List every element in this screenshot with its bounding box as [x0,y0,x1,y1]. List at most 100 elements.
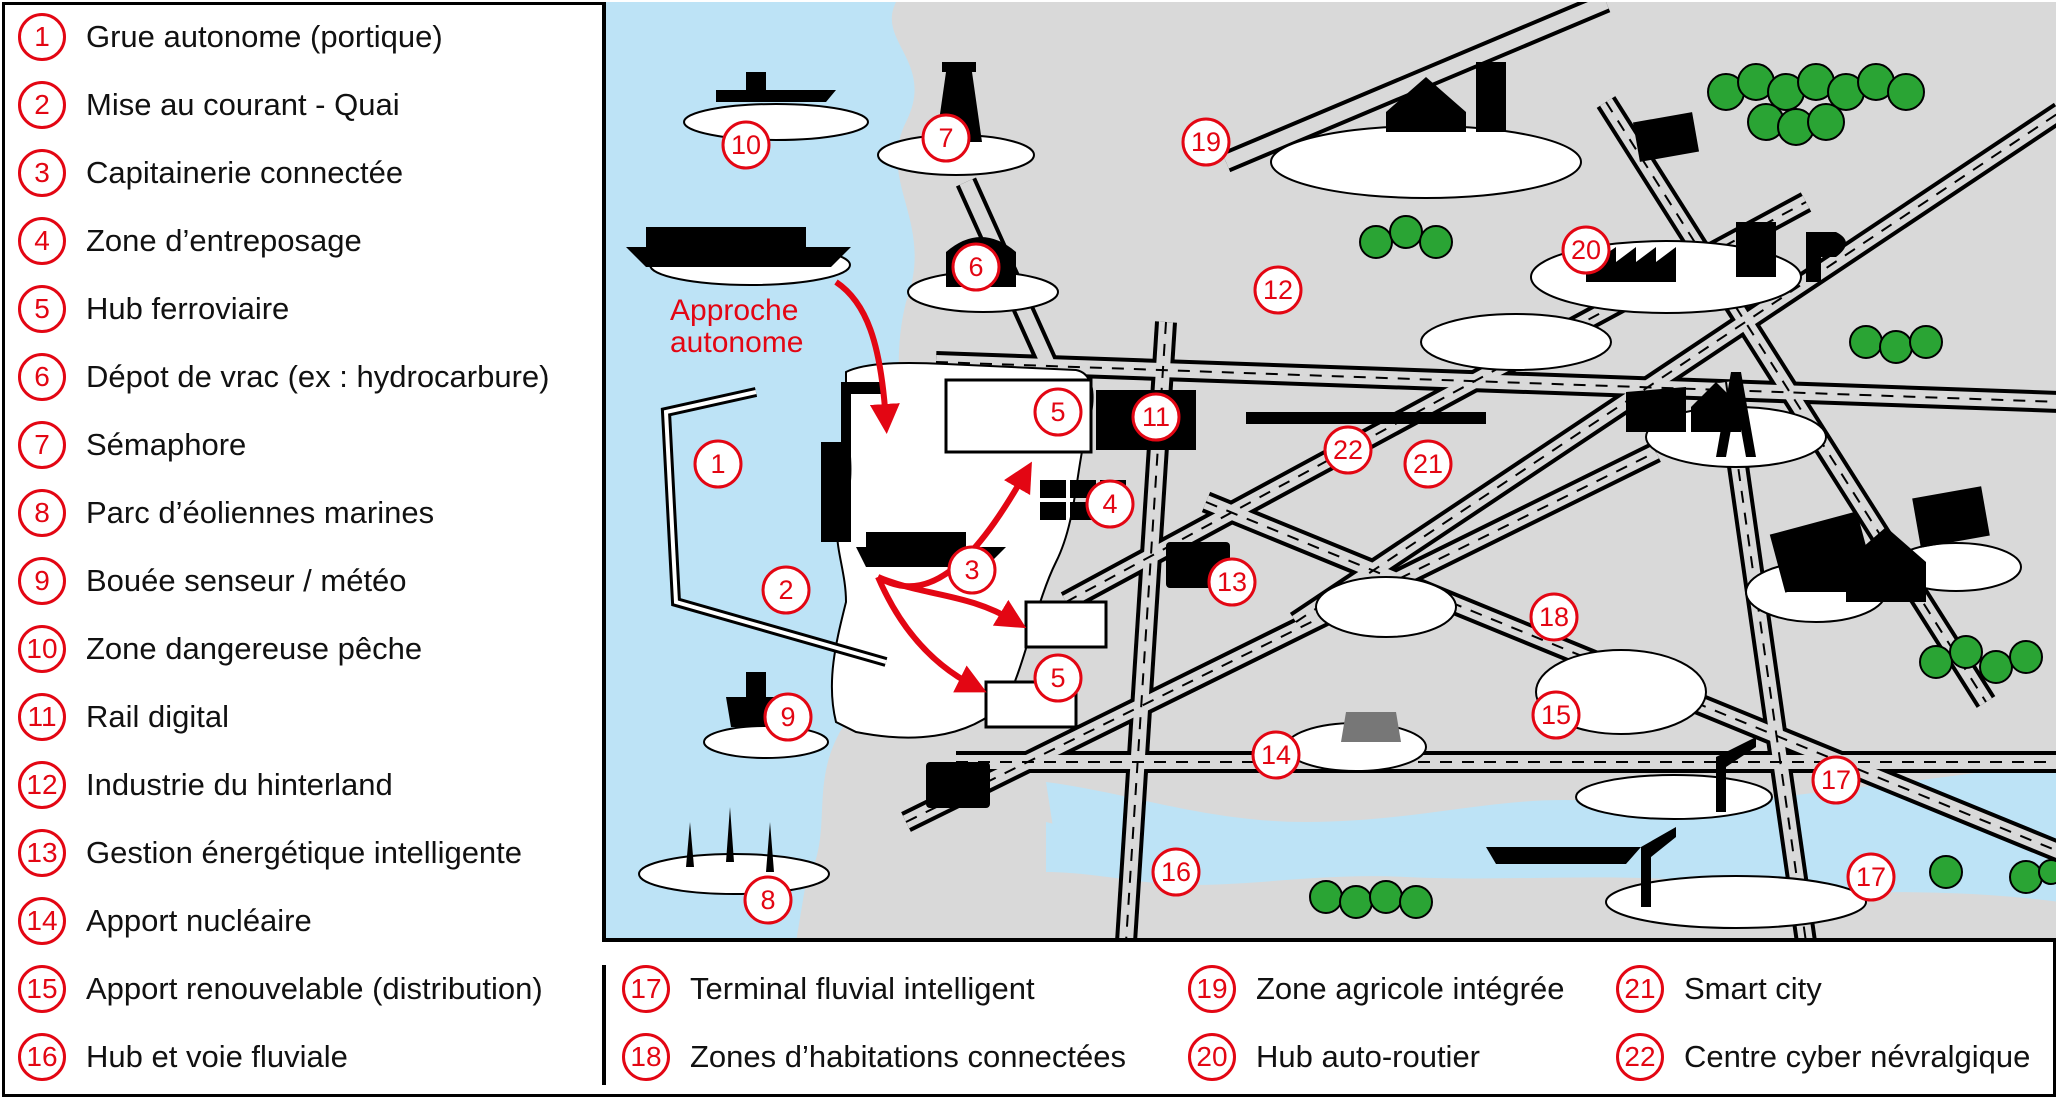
parking-icon [1806,232,1846,282]
number-badge: 20 [1188,1033,1236,1081]
legend-label: Hub auto-routier [1256,1039,1481,1074]
energy-box-icon [926,762,990,808]
map-number-badge-circle [693,439,743,489]
legend-label: Parc d’éoliennes marines [86,495,435,530]
houses-icon [1786,527,1926,602]
map-number-badge-circle [1846,852,1896,902]
map-number-badge-label: 9 [780,702,795,732]
number-badge: 19 [1188,965,1236,1013]
map-number-badge: 5 [1033,387,1083,437]
road-dashes [905,101,2056,938]
map-number-badge: 19 [1181,117,1231,167]
map-number-badge-label: 18 [1539,602,1569,632]
legend-label: Rail digital [86,699,230,734]
map-number-badge: 6 [951,242,1001,292]
map-number-badge: 14 [1251,730,1301,780]
map-number-badge: 20 [1561,225,1611,275]
map-number-badge-circle [1403,439,1453,489]
quay-arrow [875,575,987,693]
map-number-badge: 4 [1085,479,1135,529]
number-badge: 10 [18,625,66,673]
legend-label: Industrie du hinterland [86,767,393,802]
legend-divider [602,965,606,1085]
legend-label: Apport renouvelable (distribution) [86,971,543,1006]
number-badge: 13 [18,829,66,877]
approach-label-line1: Approche [670,294,798,327]
map-number-badge-circle [1811,755,1861,805]
number-badge: 21 [1616,965,1664,1013]
number-badge: 5 [18,285,66,333]
train-icon [1246,412,1486,424]
map-number-badge: 8 [743,875,793,925]
legend-label: Grue autonome (portique) [86,19,443,54]
legend-item: 20 Hub auto-routier [1188,1027,1480,1087]
map-number-badge-label: 16 [1161,857,1191,887]
map-number-badge-label: 20 [1571,235,1601,265]
map-number-badge: 13 [1207,557,1257,607]
number-badge: 22 [1616,1033,1664,1081]
map-number-badge-label: 2 [778,575,793,605]
quay-arrow [876,574,1027,629]
legend-label: Zone dangereuse pêche [86,631,423,666]
map-number-badge: 9 [763,692,813,742]
number-badge: 17 [622,965,670,1013]
map-number-badge-label: 3 [964,555,979,585]
map-number-badge: 2 [761,565,811,615]
map-number-badge-circle [1085,479,1135,529]
factory-icon [1586,242,1676,282]
map-number-badge: 17 [1846,852,1896,902]
number-badge: 6 [18,353,66,401]
legend-label: Zones d’habitations connectées [690,1039,1127,1074]
pylon-icon [1716,372,1756,457]
map-number-badge: 17 [1811,755,1861,805]
harbour-office-icon [1024,600,1108,649]
map-number-badge-circle [1251,730,1301,780]
map-number-badge-label: 1 [710,449,725,479]
map-number-badge: 15 [1531,690,1581,740]
map-number-badge-circle [1181,117,1231,167]
map-number-badge-circle [921,113,971,163]
map-number-badge-label: 17 [1856,862,1886,892]
map-number-badge-label: 17 [1821,765,1851,795]
solar-panel-icon [1912,486,1990,548]
number-badge: 14 [18,897,66,945]
legend-label: Smart city [1684,971,1822,1006]
legend-label: Capitainerie connectée [86,155,404,190]
legend-item: 15 Apport renouvelable (distribution) [18,959,543,1019]
map-number-badge-circle [763,692,813,742]
map-number-badge-circle [721,120,771,170]
legend-label: Gestion énergétique intelligente [86,835,523,870]
map-number-badge: 22 [1323,425,1373,475]
map-number-badge-label: 19 [1191,127,1221,157]
legend-label: Centre cyber névralgique [1684,1039,2031,1074]
legend-label: Mise au courant - Quai [86,87,400,122]
map-number-badge-label: 12 [1263,275,1293,305]
map-number-badge-label: 10 [731,130,761,160]
legend-item: 18 Zones d’habitations connectées [622,1027,1126,1087]
map-canvas: Approche autonome 1076192012511222114321… [606,2,2056,938]
number-badge: 11 [18,693,66,741]
map-number-badge-label: 8 [760,885,775,915]
number-badge: 18 [622,1033,670,1081]
map-number-badge-circle [1253,265,1303,315]
map-number-badge: 16 [1151,847,1201,897]
crane-icon [1626,827,1676,907]
smart-city-icon [1626,382,1741,432]
number-badge: 16 [18,1033,66,1081]
approach-label-line2: autonome [670,326,803,359]
map-number-badge-circle [1531,690,1581,740]
legend-label: Sémaphore [86,427,247,462]
nuclear-plant-icon [1341,712,1401,742]
map-number-badge-circle [761,565,811,615]
number-badge: 15 [18,965,66,1013]
